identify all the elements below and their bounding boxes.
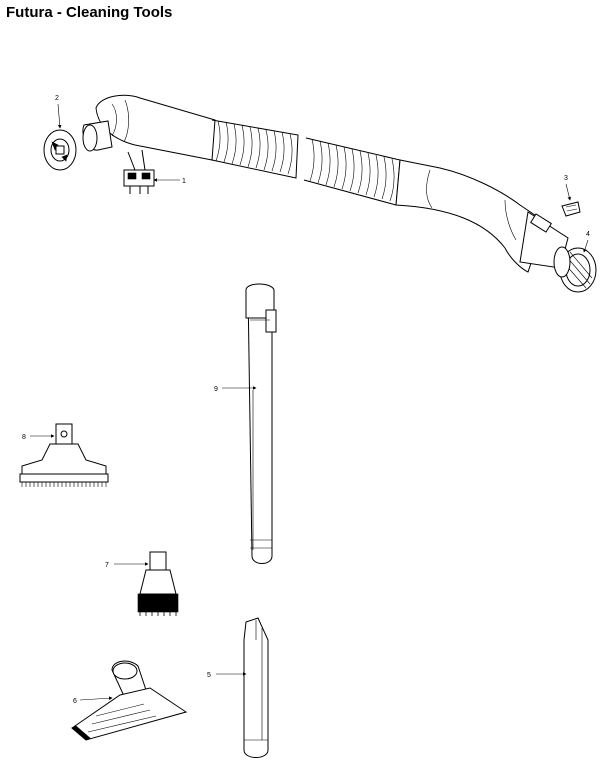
part-8-upholstery-nozzle xyxy=(19,423,109,487)
callout-6: 6 xyxy=(73,698,77,705)
corrugated-hose-section-1 xyxy=(211,119,299,179)
corrugated-hose-section-2 xyxy=(303,137,401,206)
callout-2: 2 xyxy=(55,95,59,102)
callout-9: 9 xyxy=(214,386,218,393)
part-5-crevice-tool xyxy=(243,617,269,758)
part-1-connector xyxy=(123,149,155,194)
hose-assembly xyxy=(82,94,569,273)
part-7-dusting-brush xyxy=(137,551,179,616)
part-9-wand xyxy=(245,283,277,564)
part-4-coupling-ring xyxy=(553,246,597,293)
part-2-disc xyxy=(43,129,77,171)
callout-8: 8 xyxy=(22,434,26,441)
callout-4: 4 xyxy=(586,231,590,238)
callout-5: 5 xyxy=(207,672,211,679)
callout-leaders xyxy=(30,103,589,701)
callout-1: 1 xyxy=(182,178,186,185)
part-6-stair-tool xyxy=(71,660,188,741)
part-3-clip xyxy=(561,201,581,217)
callout-3: 3 xyxy=(564,175,568,182)
callout-7: 7 xyxy=(105,562,109,569)
page-title: Futura - Cleaning Tools xyxy=(6,4,173,21)
